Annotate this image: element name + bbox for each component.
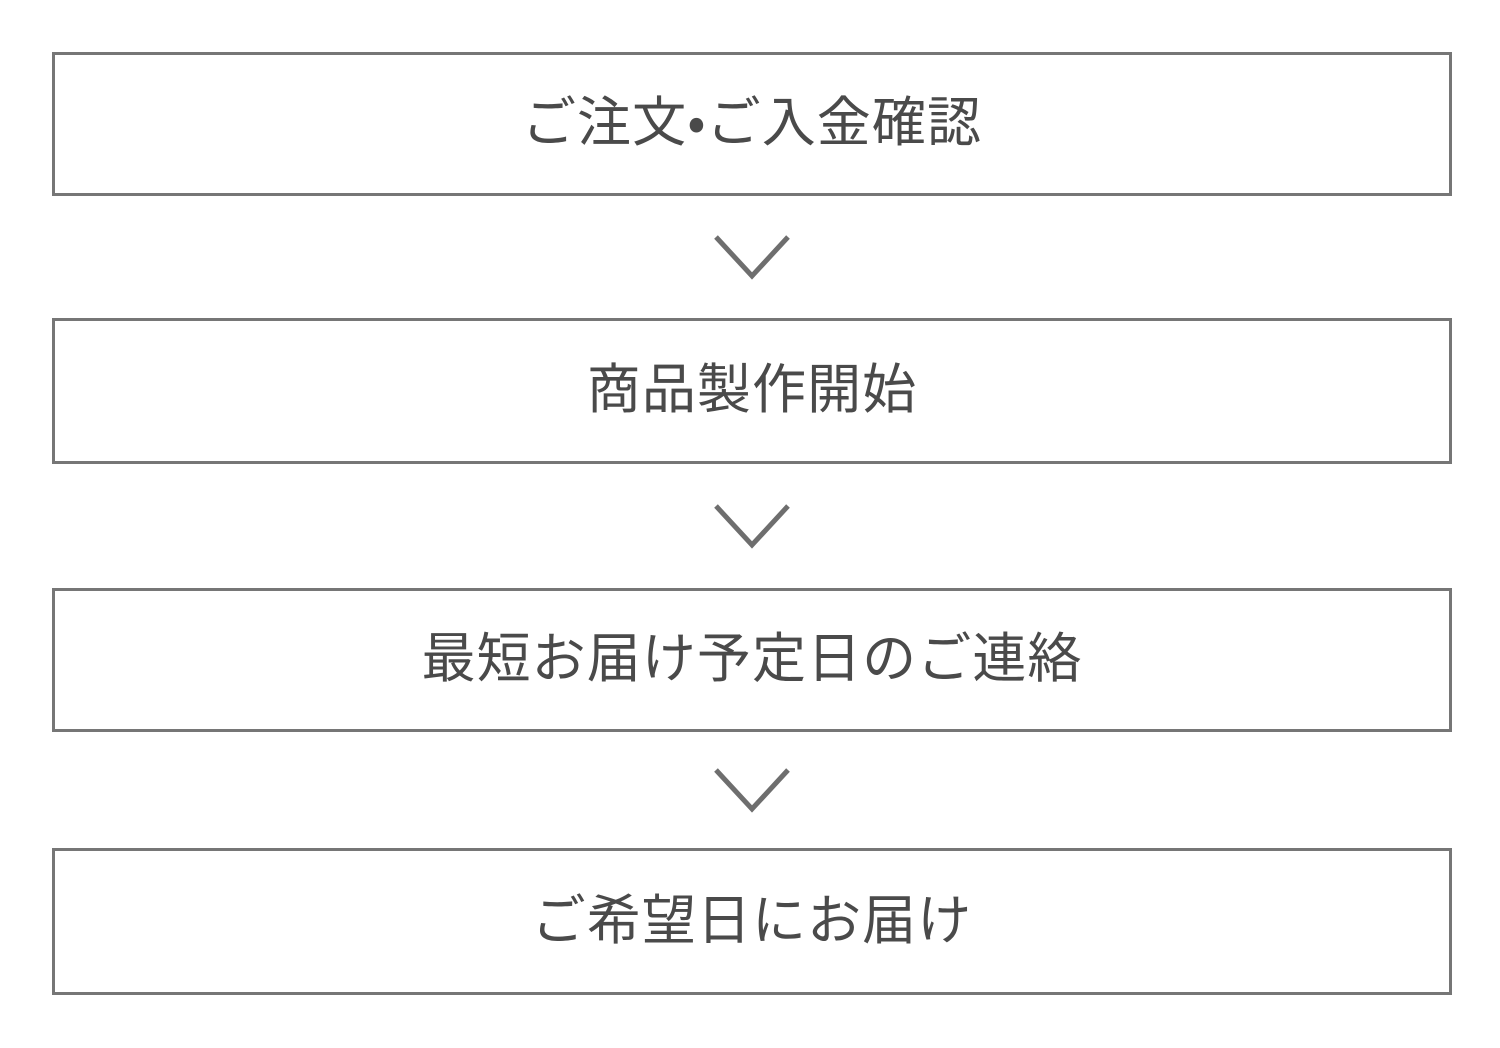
flow-step-label: 商品製作開始 — [586, 360, 918, 421]
chevron-down-icon — [714, 235, 790, 280]
flow-connector-1 — [52, 196, 1452, 318]
flow-connector-3 — [52, 732, 1452, 848]
chevron-down-icon — [714, 504, 790, 549]
flow-connector-2 — [52, 464, 1452, 588]
flow-step-label: 最短お届け予定日のご連絡 — [421, 629, 1083, 690]
chevron-down-icon — [714, 768, 790, 813]
flow-step-delivery-on-requested-date: ご希望日にお届け — [52, 848, 1452, 995]
flow-step-label: ご注文・ご入金確認 — [521, 93, 983, 154]
flow-step-production-start: 商品製作開始 — [52, 318, 1452, 464]
flow-step-earliest-delivery-date-notice: 最短お届け予定日のご連絡 — [52, 588, 1452, 732]
flow-step-label: ご希望日にお届け — [531, 890, 973, 951]
flow-step-order-payment-confirmation: ご注文・ご入金確認 — [52, 52, 1452, 196]
flow-step-stack: ご注文・ご入金確認 商品製作開始 最短お届け予定日のご連絡 ご希望日にお届け — [52, 52, 1452, 995]
